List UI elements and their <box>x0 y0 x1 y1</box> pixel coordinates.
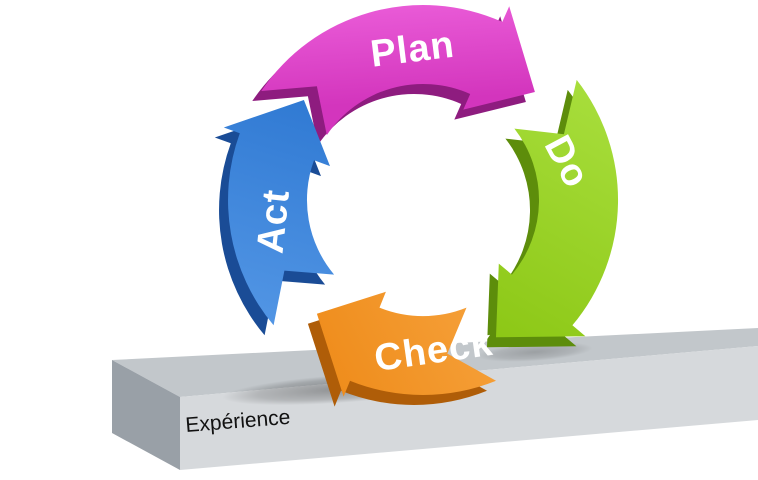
cycle-segment-do <box>496 79 619 338</box>
ramp-front-face <box>180 346 758 470</box>
cycle-segment-act <box>223 100 335 326</box>
ramp-side-face <box>112 360 180 470</box>
cycle-segment-check <box>316 291 496 397</box>
cycle-segment-plan <box>261 5 535 136</box>
cycle-label-plan: Plan <box>368 24 457 76</box>
cycle-label-act: Act <box>250 187 298 255</box>
